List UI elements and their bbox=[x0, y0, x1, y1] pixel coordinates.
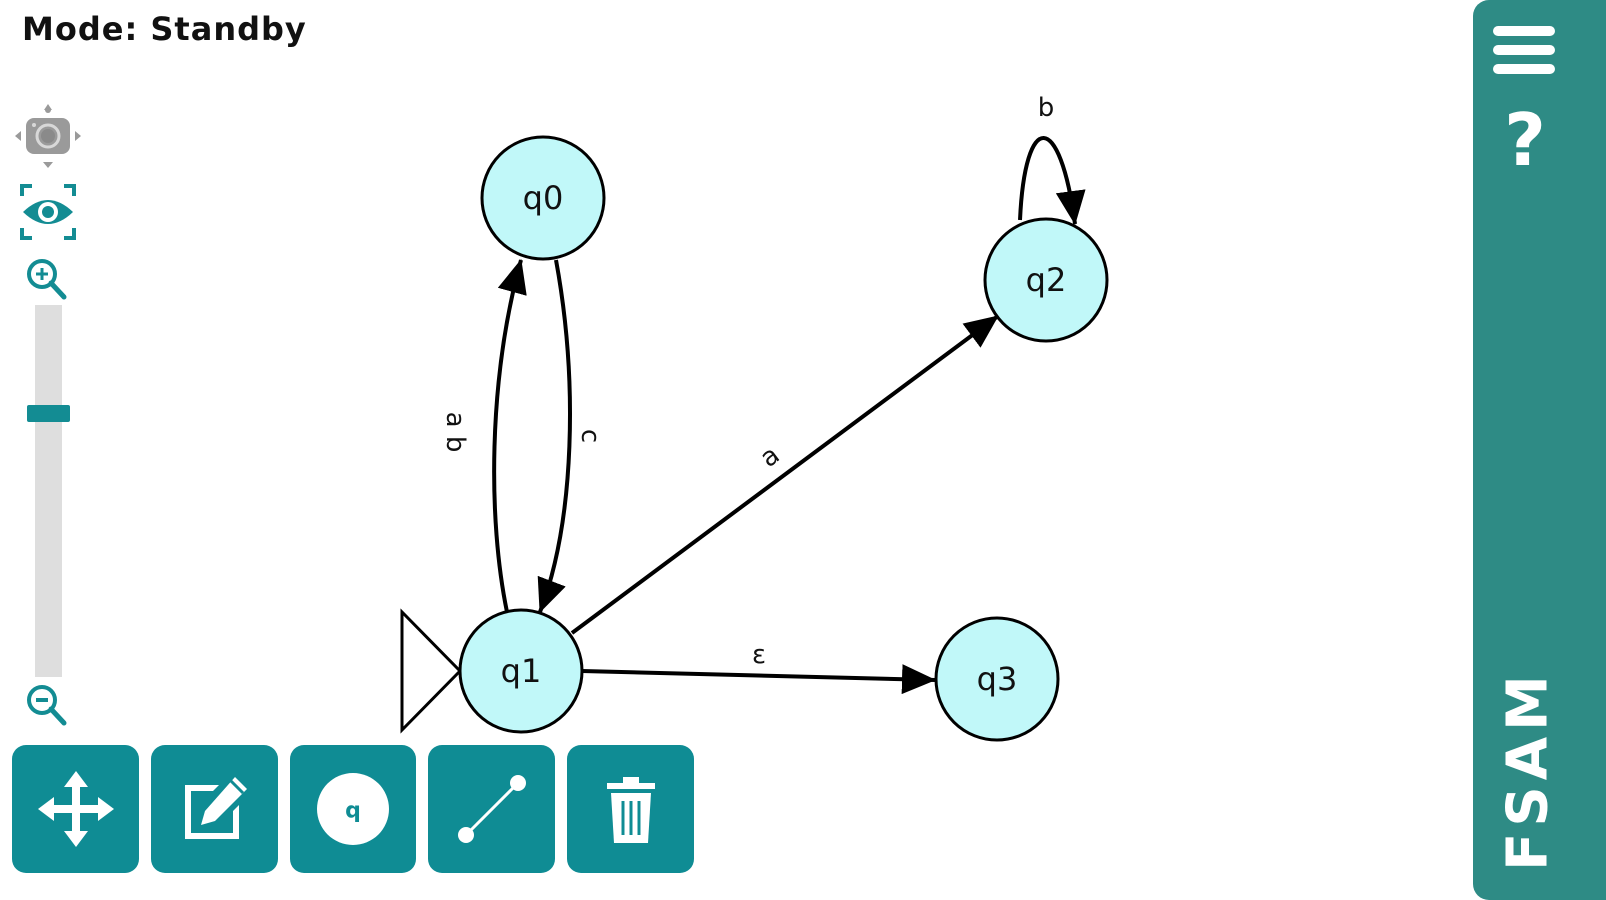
zoom-slider-track[interactable] bbox=[35, 305, 62, 677]
state-label: q2 bbox=[1026, 261, 1067, 299]
state-label: q3 bbox=[977, 660, 1018, 698]
transition-line-icon bbox=[457, 775, 526, 843]
camera-pan-icon[interactable] bbox=[12, 100, 84, 172]
state-circle[interactable] bbox=[458, 608, 584, 734]
transition-label[interactable]: c bbox=[575, 429, 605, 443]
brand-label: FSAM bbox=[1493, 669, 1563, 871]
transition-label[interactable]: a b bbox=[440, 412, 470, 453]
transition-edge-q1-q0[interactable] bbox=[492, 259, 527, 613]
add-state-tool-button[interactable]: q bbox=[290, 745, 416, 873]
state-circle-icon: q bbox=[317, 773, 389, 845]
state-label: q0 bbox=[523, 179, 564, 217]
delete-tool-button[interactable] bbox=[567, 745, 694, 873]
transition-label[interactable]: a bbox=[755, 440, 786, 474]
transition-edge-q1-q2[interactable] bbox=[570, 314, 1000, 635]
transition-label[interactable]: b bbox=[1038, 93, 1055, 123]
state-node-q0[interactable]: q0 bbox=[480, 135, 606, 261]
move-arrows-icon bbox=[37, 771, 114, 847]
state-node-q2[interactable]: q2 bbox=[983, 217, 1109, 343]
tool-bar: q bbox=[12, 745, 694, 873]
side-panel: ? FSAM bbox=[1473, 0, 1606, 900]
state-label: q1 bbox=[501, 652, 542, 690]
brand-text: FSAM bbox=[1495, 669, 1561, 871]
zoom-slider-thumb[interactable] bbox=[27, 404, 70, 422]
help-icon[interactable]: ? bbox=[1504, 98, 1546, 182]
move-tool-button[interactable] bbox=[12, 745, 139, 873]
state-node-q1[interactable]: q1 bbox=[458, 608, 584, 734]
mode-status: Mode: Standby bbox=[22, 10, 307, 48]
transition-label[interactable]: ε bbox=[752, 640, 766, 670]
hamburger-menu-icon[interactable] bbox=[1491, 22, 1557, 78]
svg-text:q: q bbox=[345, 799, 361, 824]
edit-tool-button[interactable] bbox=[151, 745, 278, 873]
fit-view-eye-icon[interactable] bbox=[18, 182, 78, 242]
state-circle[interactable] bbox=[480, 135, 606, 261]
state-circle[interactable] bbox=[934, 616, 1060, 742]
state-node-q3[interactable]: q3 bbox=[934, 616, 1060, 742]
transition-edge-q2-q2[interactable] bbox=[1018, 136, 1086, 225]
automaton-canvas[interactable]: a b c a b ε q0 q1 q2 q3 bbox=[0, 0, 1470, 900]
transition-edge-q1-q3[interactable] bbox=[581, 664, 936, 695]
transition-edge-q0-q1[interactable] bbox=[537, 259, 572, 613]
zoom-out-icon[interactable] bbox=[24, 682, 70, 728]
trash-icon bbox=[606, 777, 655, 843]
edit-pencil-icon bbox=[184, 777, 247, 839]
add-transition-tool-button[interactable] bbox=[428, 745, 555, 873]
state-circle[interactable] bbox=[983, 217, 1109, 343]
initial-state-marker bbox=[400, 608, 463, 734]
zoom-in-icon[interactable] bbox=[24, 256, 70, 302]
